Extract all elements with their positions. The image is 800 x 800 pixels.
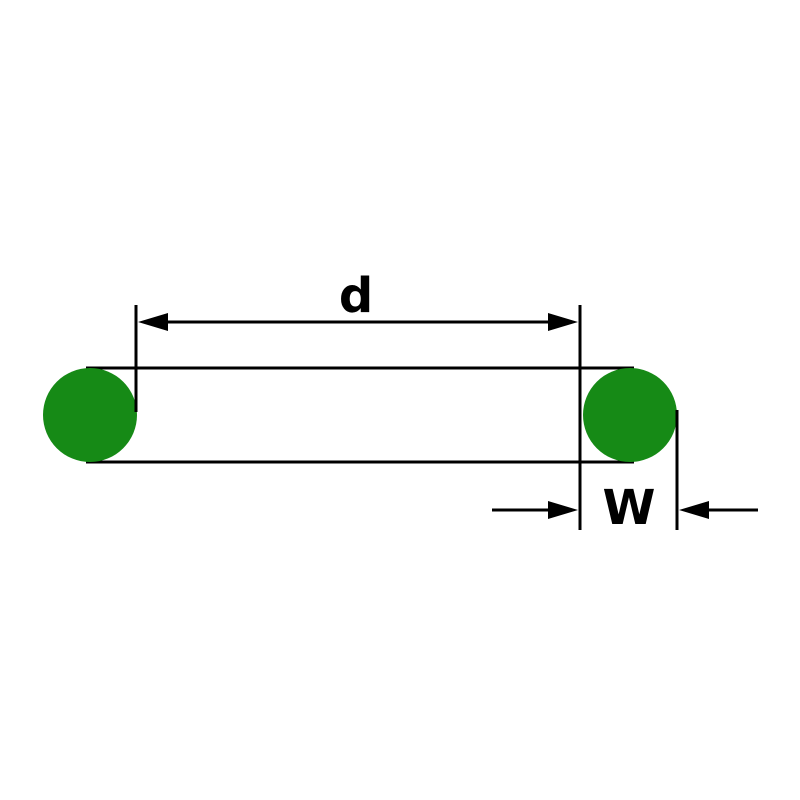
w-arrowhead-right-icon xyxy=(679,501,709,519)
d-arrowhead-left-icon xyxy=(138,313,168,331)
oring-left-cross-section xyxy=(43,368,137,462)
oring-right-cross-section xyxy=(583,368,677,462)
w-arrowhead-left-icon xyxy=(548,501,578,519)
d-dimension-label: d xyxy=(339,268,373,324)
d-arrowhead-right-icon xyxy=(548,313,578,331)
w-dimension-label: W xyxy=(603,480,656,536)
